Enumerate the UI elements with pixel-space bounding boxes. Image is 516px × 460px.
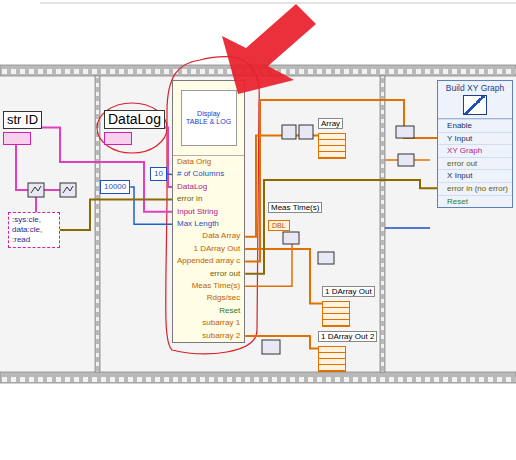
indicator-label: Array xyxy=(318,118,343,129)
numeric-terminal: DBL xyxy=(268,220,290,231)
sequence-frame xyxy=(0,76,95,372)
express-terminal: error out xyxy=(438,157,512,170)
control-label: DataLog xyxy=(104,110,165,129)
red-circle-mark xyxy=(97,103,167,153)
terminal-label: error in xyxy=(173,193,244,205)
terminal-label: subarray 1 xyxy=(173,317,244,329)
wire xyxy=(60,199,172,230)
terminal-label: 1 DArray Out xyxy=(173,243,244,255)
array-indicator: 1 DArray Out 2 xyxy=(318,325,377,372)
visa-constant: :sys:cle, data:cle, :read xyxy=(8,212,60,248)
function-icon xyxy=(282,125,296,139)
terminal-label: Reset xyxy=(173,305,244,317)
icon-square: Display TABLE & LOG xyxy=(181,90,237,146)
terminal-label: # of Columns xyxy=(173,168,244,180)
terminal-label: Data Orig xyxy=(173,156,244,168)
function-icon xyxy=(28,183,76,197)
page-border xyxy=(40,3,516,4)
wire xyxy=(245,336,318,349)
array-indicator: 1 DArray Out xyxy=(322,280,375,327)
terminal-wrap: DBL xyxy=(268,214,322,232)
control-terminal xyxy=(3,132,31,145)
express-terminal: X Input xyxy=(438,169,512,182)
express-terminal: XY Graph xyxy=(438,144,512,157)
terminal-label: error out xyxy=(173,268,244,280)
terminal-label: subarray 2 xyxy=(173,330,244,342)
indicator-label: 1 DArray Out xyxy=(322,286,375,297)
array-terminal xyxy=(318,133,346,159)
film-strip xyxy=(0,65,516,76)
graph-icon xyxy=(463,95,487,115)
film-strip xyxy=(0,372,516,383)
sequence-frame xyxy=(100,76,380,372)
terminal-label: Input String xyxy=(173,206,244,218)
express-header: Build XY Graph xyxy=(438,81,512,119)
express-terminal: Enable xyxy=(438,119,512,132)
frame-divider xyxy=(95,76,100,372)
icon-text: Display TABLE & LOG xyxy=(186,110,232,126)
array-terminal xyxy=(318,346,346,372)
constant-value: :sys:cle, data:cle, :read xyxy=(12,215,56,245)
function-icon xyxy=(396,126,414,138)
express-terminal: Reset xyxy=(438,195,512,208)
terminal-label: Max Length xyxy=(173,218,244,230)
constant-value: 10000 xyxy=(104,182,126,192)
red-arrow xyxy=(222,4,316,94)
indicator-label: 1 DArray Out 2 xyxy=(318,331,377,342)
function-icon xyxy=(283,232,299,244)
subvi-icon: Display TABLE & LOG xyxy=(173,81,244,156)
express-title: Build XY Graph xyxy=(441,83,509,93)
function-icon xyxy=(262,340,280,354)
integer-wire xyxy=(385,227,430,229)
control-terminal xyxy=(104,132,132,145)
indicator-label: Meas Time(s) xyxy=(268,202,322,213)
numeric-constant: 10 xyxy=(150,167,167,181)
terminal-label: Rdgs/sec xyxy=(173,292,244,304)
wire xyxy=(130,187,172,224)
red-circle-mark xyxy=(166,57,260,354)
function-icons xyxy=(262,125,414,354)
string-wire xyxy=(16,141,60,212)
function-icon xyxy=(299,125,313,139)
frame-divider xyxy=(380,76,385,372)
path-control: DataLog xyxy=(104,110,165,145)
subvi-node: Display TABLE & LOG Data Orig# of Columns… xyxy=(172,80,245,343)
terminal-type: DBL xyxy=(272,221,286,230)
numeric-constant: 10000 xyxy=(100,180,130,194)
function-icon xyxy=(398,154,414,166)
array-indicator: Array xyxy=(318,112,346,159)
terminal-label: Meas Time(s) xyxy=(173,280,244,292)
terminal-label: DataLog xyxy=(173,181,244,193)
string-control: str ID xyxy=(3,110,42,145)
function-icon xyxy=(318,252,334,264)
express-terminal: Y Input xyxy=(438,132,512,145)
terminal-label: Data Array xyxy=(173,230,244,242)
numeric-indicator: Meas Time(s) DBL xyxy=(268,196,322,232)
wire xyxy=(245,136,318,237)
terminal-label: Appended array c xyxy=(173,255,244,267)
control-label: str ID xyxy=(3,111,42,129)
array-terminal xyxy=(322,301,350,327)
express-terminal: error in (no error) xyxy=(438,182,512,195)
wire xyxy=(245,249,322,303)
wire xyxy=(245,180,437,274)
constant-value: 10 xyxy=(154,169,163,179)
express-vi: Build XY GraphEnableY InputXY Grapherror… xyxy=(437,80,513,208)
